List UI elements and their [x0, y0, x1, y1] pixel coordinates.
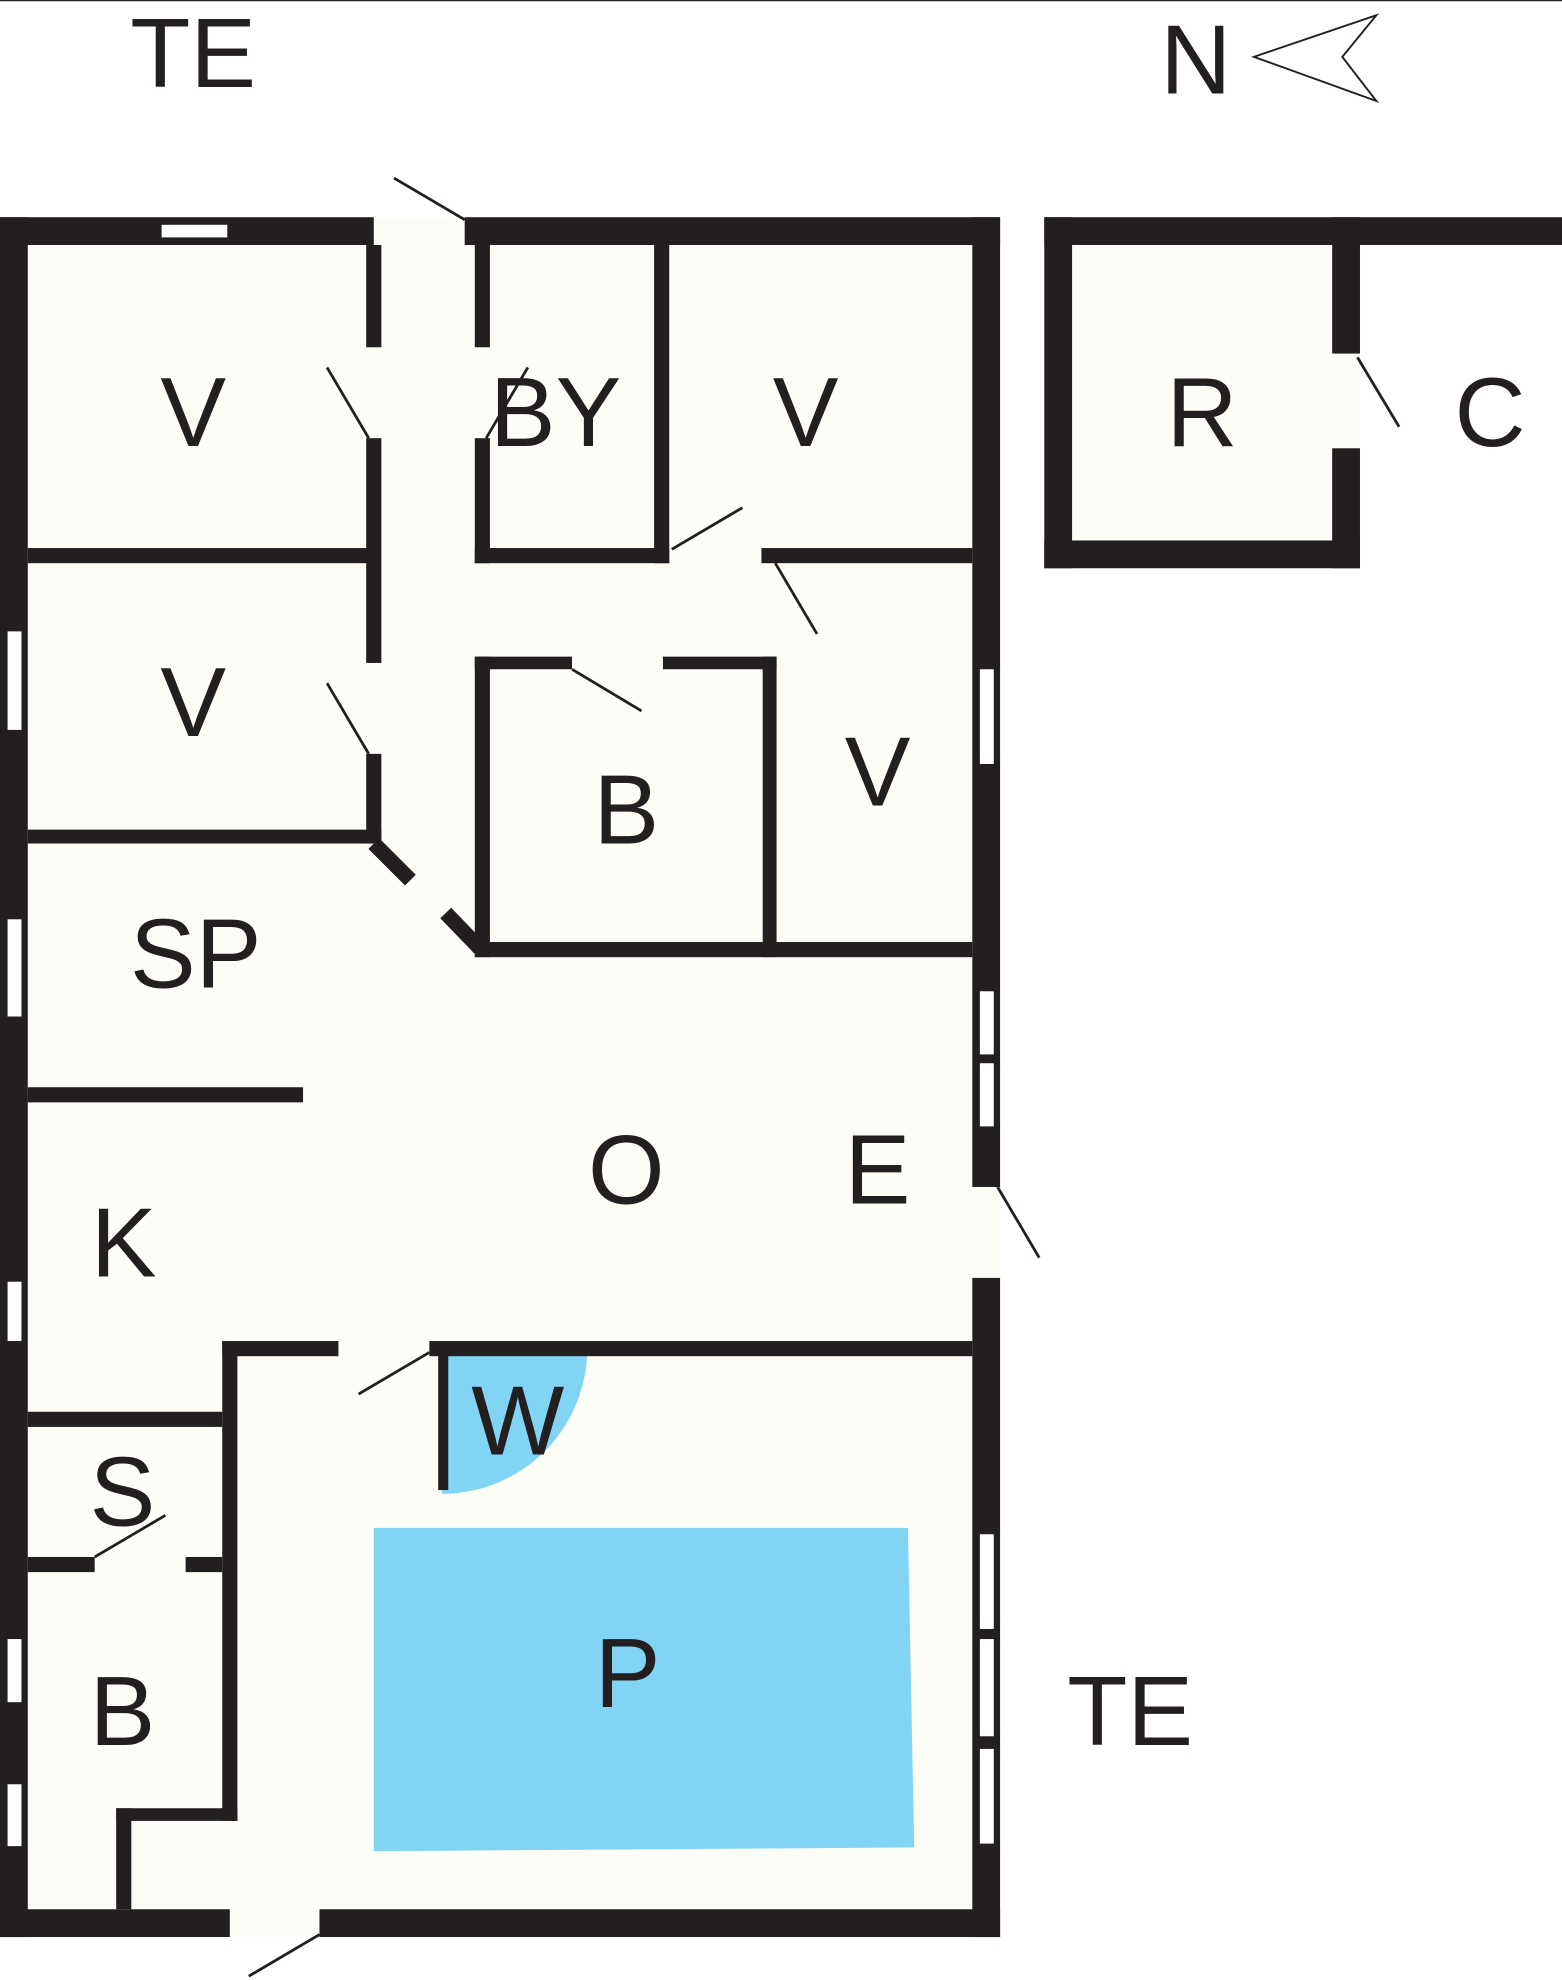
walls	[0, 217, 1562, 1938]
label-room-b2: B	[90, 1656, 156, 1766]
compass: N	[1160, 4, 1380, 114]
label-terrace-top: TE	[130, 0, 256, 108]
label-room-e: E	[845, 1114, 911, 1224]
whirlpool	[441, 1348, 588, 1494]
label-room-k: K	[91, 1188, 157, 1298]
door-opening-bottom	[229, 1909, 320, 1938]
label-room-v4: V	[845, 717, 911, 827]
door-opening-r	[1332, 353, 1360, 449]
north-label: N	[1160, 4, 1231, 114]
label-room-s: S	[90, 1436, 156, 1546]
label-terrace-right: TE	[1067, 1656, 1193, 1766]
label-room-o: O	[588, 1114, 665, 1224]
label-room-by: BY	[490, 357, 621, 467]
door-opening-east	[972, 1186, 1001, 1278]
label-room-w: W	[471, 1366, 564, 1476]
windows	[7, 224, 994, 1847]
label-room-v2: V	[773, 357, 839, 467]
label-room-r: R	[1167, 357, 1238, 467]
room-labels: TE TE V BY V R C V B V SP O E K W S P B	[90, 0, 1526, 1766]
label-room-c: C	[1454, 357, 1525, 467]
label-room-v3: V	[160, 647, 226, 757]
label-room-p: P	[595, 1618, 661, 1728]
door-swings	[93, 176, 1401, 1978]
label-room-b1: B	[593, 755, 659, 865]
label-room-sp: SP	[130, 898, 261, 1008]
room-r-floor	[1072, 244, 1333, 541]
door-opening-top	[373, 217, 465, 245]
pool	[373, 1527, 915, 1852]
label-room-v1: V	[160, 357, 226, 467]
north-arrow-icon	[1251, 13, 1380, 104]
